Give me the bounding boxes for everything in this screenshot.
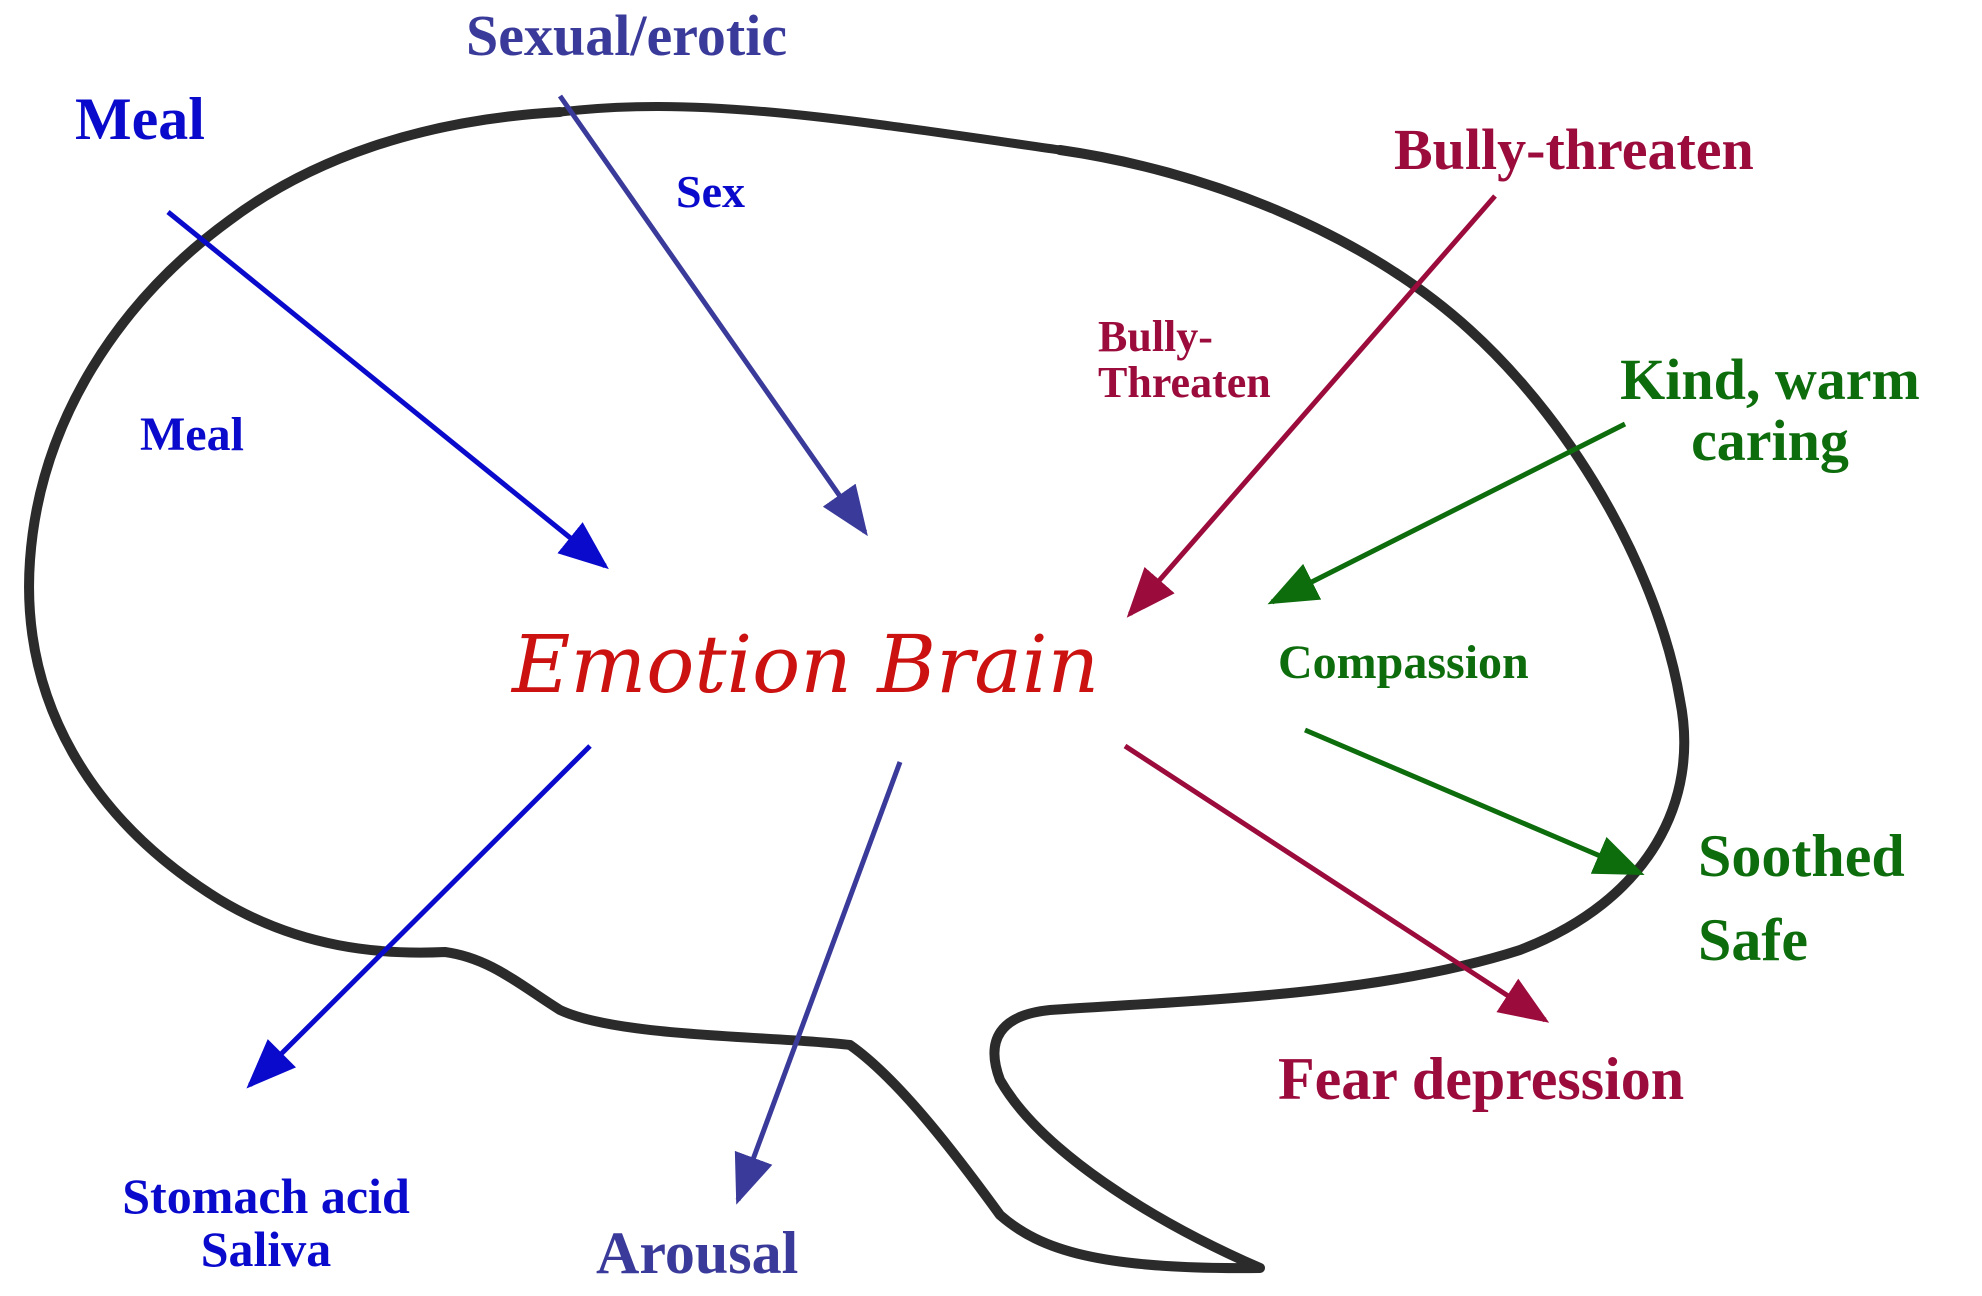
emotion-brain-title: Emotion Brain	[512, 618, 1099, 711]
label-kind-input: Kind, warm caring	[1590, 350, 1950, 472]
label-meal-inner: Meal	[140, 410, 244, 460]
arrow-sexual	[560, 96, 865, 532]
label-fear-output: Fear depression	[1278, 1048, 1684, 1111]
arrow-fear	[1125, 746, 1545, 1020]
arrow-soothed	[1305, 730, 1640, 873]
label-sex-inner: Sex	[676, 168, 745, 216]
label-meal-input: Meal	[75, 88, 205, 151]
label-bully-inner: Bully- Threaten	[1098, 314, 1271, 406]
arrow-meal	[168, 212, 605, 566]
label-arousal-output: Arousal	[596, 1222, 798, 1285]
arrow-arousal	[738, 762, 900, 1200]
label-sexual-input: Sexual/erotic	[466, 6, 787, 67]
brain-outline-top-arc	[560, 106, 1060, 150]
label-compassion-inner: Compassion	[1278, 638, 1529, 688]
label-stomach-output: Stomach acid Saliva	[96, 1170, 436, 1275]
label-soothed-output: Soothed Safe	[1698, 814, 1905, 982]
arrow-kind	[1272, 424, 1625, 602]
arrow-stomach	[250, 746, 590, 1085]
label-bully-input: Bully-threaten	[1394, 120, 1754, 181]
